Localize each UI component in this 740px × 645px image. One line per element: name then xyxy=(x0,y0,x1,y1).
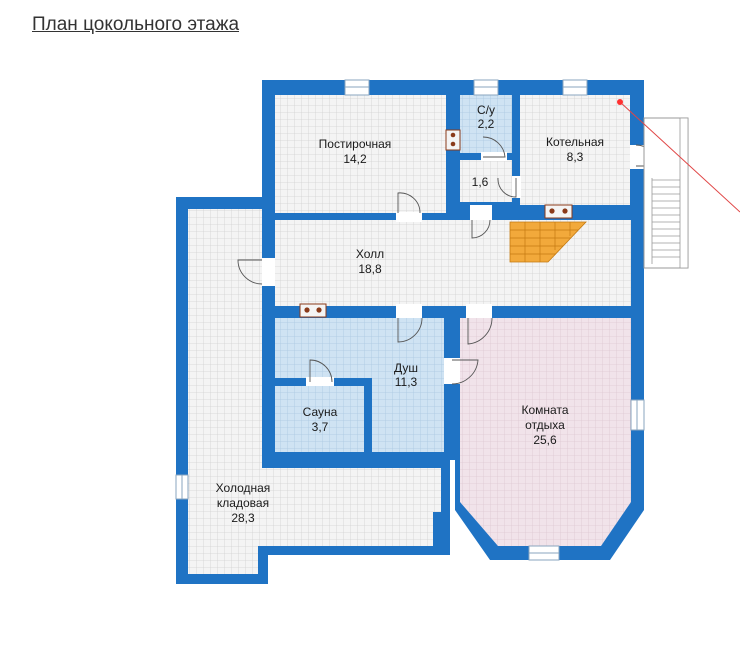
boiler-name: Котельная xyxy=(546,135,604,149)
exterior-staircase xyxy=(643,117,689,269)
hall-area: 18,8 xyxy=(358,262,382,276)
lounge-name-line1: Комната xyxy=(522,403,569,417)
wc-area: 2,2 xyxy=(478,117,495,131)
door-small-gap xyxy=(512,176,521,198)
lounge-area: 25,6 xyxy=(533,433,557,447)
door-storage-hall xyxy=(262,258,275,286)
laundry-area: 14,2 xyxy=(343,152,367,166)
door-boiler-right xyxy=(630,145,644,169)
shower-name: Душ xyxy=(394,361,418,375)
chimney-blocks xyxy=(299,129,573,318)
door-wc-gap xyxy=(481,152,507,161)
page-title: План цокольного этажа xyxy=(32,14,240,35)
hall-name: Холл xyxy=(356,247,384,261)
door-hall-top xyxy=(470,205,492,220)
boiler-area: 8,3 xyxy=(567,150,584,164)
lounge-room xyxy=(460,318,631,546)
door-sauna xyxy=(306,377,334,386)
sauna-area: 3,7 xyxy=(312,420,329,434)
door-lounge-left xyxy=(444,358,460,384)
chimney-shower xyxy=(299,303,327,318)
door-laundry-gap xyxy=(396,212,422,222)
chimney-laundry xyxy=(445,129,461,151)
storage-name-line1: Холодная xyxy=(216,481,271,495)
door-shower-top xyxy=(396,304,422,318)
small-room xyxy=(460,160,512,202)
red-pointer xyxy=(617,99,740,213)
doors xyxy=(237,136,658,386)
laundry-room xyxy=(275,95,446,213)
chimney-boiler xyxy=(544,204,573,219)
hall-room xyxy=(275,220,631,306)
boiler-room xyxy=(520,95,630,205)
sauna-room xyxy=(275,386,364,452)
sauna-name: Сауна xyxy=(303,405,338,419)
door-lounge-top xyxy=(466,304,492,318)
shower-area: 11,3 xyxy=(395,375,418,389)
storage-room xyxy=(176,197,450,584)
wc-room xyxy=(460,95,512,153)
shower-room xyxy=(275,318,444,452)
wc-name: С/у xyxy=(477,103,495,117)
storage-name-line2: кладовая xyxy=(217,496,269,510)
storage-area: 28,3 xyxy=(231,511,255,525)
small-room-area: 1,6 xyxy=(472,175,489,189)
windows xyxy=(175,79,645,561)
lounge-name-line2: отдыха xyxy=(525,418,565,432)
indoor-staircase xyxy=(509,221,587,263)
laundry-name: Постирочная xyxy=(319,137,392,151)
